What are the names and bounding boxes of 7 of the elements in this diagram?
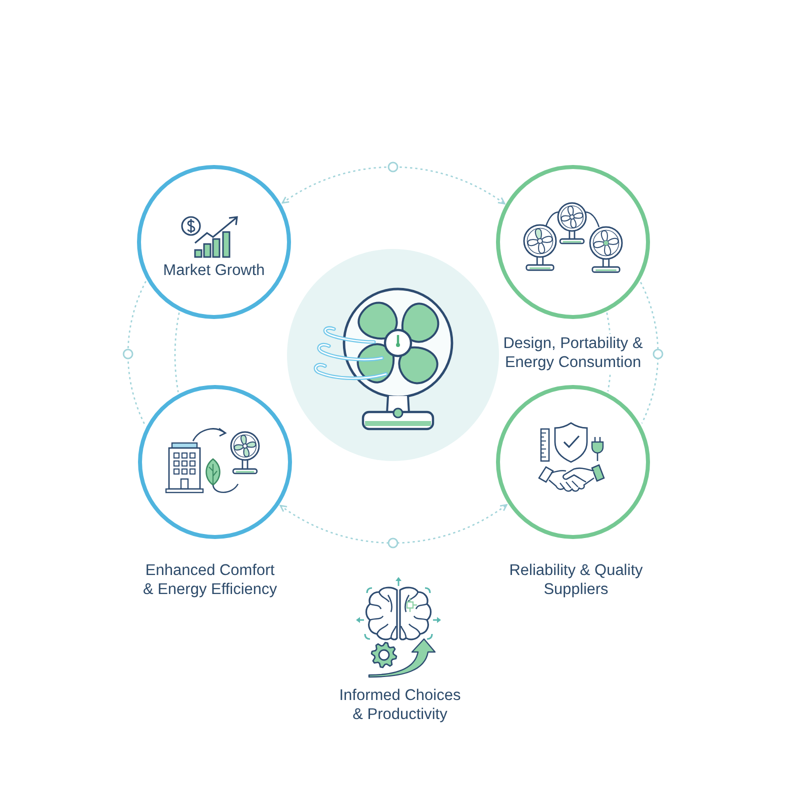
- dotted-arc-connector: [280, 504, 508, 544]
- dotted-arc-connector: [127, 280, 146, 426]
- dotted-arc-connector: [282, 166, 506, 204]
- dotted-arc-connector: [174, 312, 180, 392]
- topic-circle: [137, 165, 291, 319]
- dotted-arc-connector: [640, 282, 659, 424]
- topic-label: Enhanced Comfort & Energy Efficiency: [140, 560, 280, 598]
